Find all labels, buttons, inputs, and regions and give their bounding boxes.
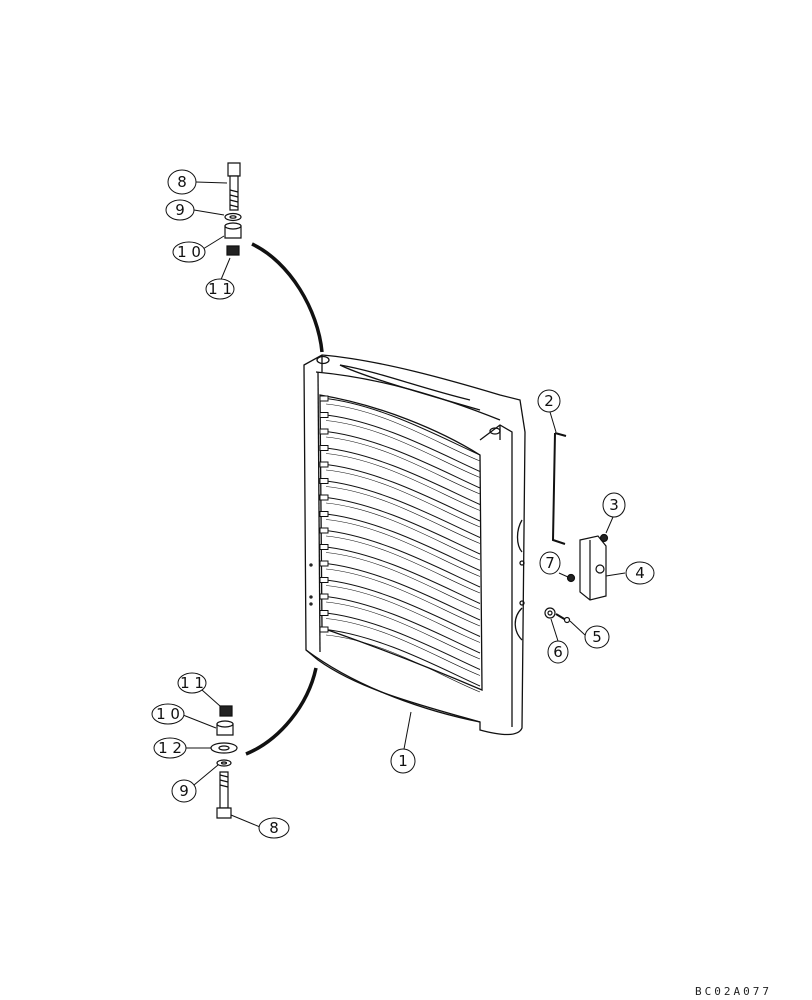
louver-slat	[321, 430, 481, 489]
callout-5: 5	[584, 625, 610, 649]
louver-slat	[321, 529, 481, 588]
callout-10-top: 1 0	[172, 241, 206, 263]
callout-bubbles: 8 9 1 0 1 1 2 3 4 7 5 6 1 1 1 1 0 1 2 9 …	[151, 169, 655, 839]
louver-slat-edge	[325, 618, 481, 676]
louver-slat	[321, 480, 481, 538]
louver-slat	[321, 612, 481, 670]
callout-8-bottom: 8	[258, 817, 290, 839]
callout-1-label: 1	[398, 752, 408, 770]
callout-9-top: 9	[165, 199, 195, 221]
grille-panel	[303, 354, 526, 736]
louver-tab	[319, 461, 329, 468]
figure-reference-code: BC02A077	[695, 985, 772, 998]
louver-slat-edge	[325, 535, 481, 594]
louver-slat-edge	[325, 568, 481, 627]
callout-8-top: 8	[167, 169, 197, 195]
callout-6-label: 6	[553, 643, 563, 661]
callout-11-bottom: 1 1	[177, 672, 207, 694]
louver-slat-edge	[325, 519, 481, 577]
callout-12-bottom-label: 1 2	[158, 739, 182, 757]
louver-slat	[321, 414, 481, 472]
top-leader-arc	[251, 242, 324, 353]
louver-tab	[319, 445, 329, 451]
callouts	[182, 181, 626, 828]
callout-10-bottom-label: 1 0	[156, 705, 180, 723]
callout-4: 4	[625, 561, 655, 585]
louver-slat-edge	[325, 634, 481, 693]
latch-nut	[599, 533, 609, 543]
callout-9-bottom: 9	[171, 779, 197, 803]
louver-slat-edge	[325, 453, 481, 511]
callout-3-label: 3	[609, 496, 619, 514]
callout-11-top-label: 1 1	[208, 280, 232, 298]
callout-7: 7	[539, 551, 561, 575]
louver-tab	[319, 626, 329, 633]
louver-slat-edge	[325, 403, 481, 462]
callout-12-bottom: 1 2	[153, 737, 187, 759]
top-hardware	[224, 162, 242, 256]
louver-tab	[319, 511, 329, 517]
callout-7-label: 7	[545, 554, 555, 572]
louver-slat	[321, 463, 481, 522]
bottom-leader-arc	[245, 667, 318, 756]
callout-10-bottom: 1 0	[151, 703, 185, 725]
louver-slat	[321, 562, 481, 621]
louver-tab	[319, 478, 329, 484]
louver-slat-edge	[325, 486, 481, 544]
callout-8-top-label: 8	[177, 173, 187, 191]
callout-9-top-label: 9	[175, 201, 185, 219]
louver-slat-edge	[325, 436, 481, 495]
callout-6: 6	[547, 640, 569, 664]
louver-tab	[319, 560, 329, 567]
callout-2-label: 2	[544, 392, 554, 410]
latch-hardware	[544, 432, 609, 624]
louver-slat	[321, 546, 481, 604]
callout-1: 1	[390, 748, 416, 774]
louver-tab	[319, 412, 329, 418]
callout-11-top: 1 1	[205, 278, 235, 300]
louver-slat	[321, 579, 481, 637]
nut-bottom	[219, 705, 233, 717]
callout-8-bottom-label: 8	[269, 819, 279, 837]
louver-slat-edge	[325, 420, 481, 478]
latch-rod	[551, 432, 567, 545]
louver-slat	[321, 496, 481, 555]
louver-tab	[319, 577, 329, 583]
louver-slat	[321, 447, 481, 505]
callout-4-label: 4	[635, 564, 645, 582]
callout-3: 3	[602, 492, 626, 518]
callout-10-top-label: 1 0	[177, 243, 201, 261]
louver-tab	[319, 593, 329, 600]
louver-tab	[319, 494, 329, 501]
bottom-hardware	[210, 705, 238, 819]
grille-louvers	[319, 395, 481, 693]
louver-slat-edge	[325, 552, 481, 610]
bolt-bottom	[219, 771, 229, 809]
louver-slat	[321, 513, 481, 571]
callout-11-bottom-label: 1 1	[180, 674, 204, 692]
louver-slat	[321, 595, 481, 654]
callout-2: 2	[537, 389, 561, 413]
callout-9-bottom-label: 9	[179, 782, 189, 800]
latch-bracket	[579, 535, 607, 601]
bolt-top	[227, 162, 241, 177]
louver-slat-edge	[325, 502, 481, 561]
louver-slat-edge	[325, 469, 481, 528]
louver-slat	[321, 628, 481, 687]
nut-top	[226, 245, 240, 256]
louver-tab	[319, 428, 329, 435]
callout-5-label: 5	[592, 628, 602, 646]
louver-tab	[319, 395, 329, 402]
louver-tab	[319, 610, 329, 616]
louver-tab	[319, 527, 329, 534]
lock-nut	[566, 573, 576, 583]
louver-slat-edge	[325, 601, 481, 660]
louver-slat	[321, 397, 481, 456]
louver-slat-edge	[325, 585, 481, 643]
louver-tab	[319, 544, 329, 550]
